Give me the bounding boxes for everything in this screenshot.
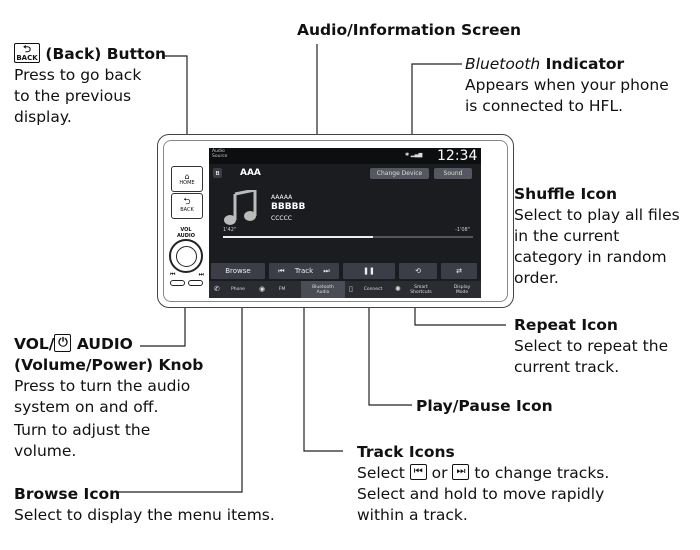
- track-next-key-icon: ⏭: [452, 464, 470, 480]
- track-next-icon[interactable]: ⏭: [323, 267, 330, 275]
- callout-bluetooth-title: Bluetooth Indicator: [465, 55, 625, 73]
- remaining-time: -1'08": [455, 227, 471, 233]
- callout-browse: Browse Icon Select to display the menu i…: [14, 484, 304, 526]
- audio-information-screen: Audio Source ✱ ▂▄▆ 12:34 ʙ AAA Change De…: [209, 148, 481, 298]
- progress-fill: [223, 236, 373, 238]
- callout-track-body: Select and hold to move rapidly within a…: [357, 485, 605, 524]
- callout-track: Track Icons Select ⏮ or ⏭ to change trac…: [357, 442, 687, 526]
- leader-track: [303, 270, 343, 452]
- callout-browse-title: Browse Icon: [14, 485, 121, 503]
- callout-screen: Audio/Information Screen: [297, 20, 521, 41]
- track-title: BBBBB: [271, 202, 306, 212]
- nav-phone[interactable]: Phone: [231, 287, 245, 292]
- callout-back-title: ⮌BACK (Back) Button: [14, 43, 174, 65]
- callout-repeat-body: Select to repeat the current track.: [514, 337, 669, 376]
- callout-repeat-title: Repeat Icon: [514, 316, 618, 334]
- callout-browse-body: Select to display the menu items.: [14, 506, 275, 524]
- home-button[interactable]: ⌂ HOME: [171, 166, 203, 192]
- source-row: ʙ AAA Change Device Sound: [209, 165, 481, 181]
- nav-fm[interactable]: FM: [278, 287, 286, 292]
- track-artist: AAAAA: [271, 194, 293, 201]
- change-device-button[interactable]: Change Device: [370, 168, 429, 179]
- back-arrow-icon: ⮌: [183, 197, 191, 207]
- callout-playpause-title: Play/Pause Icon: [416, 397, 553, 415]
- clock: 12:34: [437, 148, 478, 164]
- fm-icon: ◉: [259, 285, 266, 293]
- callout-track-line1: Select ⏮ or ⏭ to change tracks.: [357, 464, 610, 482]
- sound-button[interactable]: Sound: [434, 168, 472, 179]
- back-label: BACK: [180, 207, 194, 213]
- skip-forward-button[interactable]: [188, 280, 203, 286]
- callout-vol-body: Press to turn the audio system on and of…: [14, 377, 191, 416]
- leader-bluetooth: [411, 63, 462, 155]
- callout-back-body: Press to go back to the previous display…: [14, 66, 142, 126]
- callout-vol-body-2: Turn to adjust the volume.: [14, 421, 151, 460]
- source-name: AAA: [240, 168, 261, 178]
- status-bar: Audio Source ✱ ▂▄▆ 12:34: [209, 148, 481, 164]
- callout-repeat: Repeat Icon Select to repeat the current…: [514, 315, 694, 378]
- callout-bluetooth: Bluetooth Indicator Appears when your ph…: [465, 54, 695, 117]
- browse-button[interactable]: Browse: [211, 263, 265, 279]
- callout-track-title: Track Icons: [357, 443, 455, 461]
- power-icon: ⏻: [54, 334, 72, 352]
- vol-audio-label: VOL AUDIO: [176, 227, 196, 239]
- bottom-nav: ✆ Phone ◉ FM Bluetooth Audio ▯ Connect ✺…: [209, 281, 481, 298]
- callout-playpause: Play/Pause Icon: [416, 396, 553, 417]
- back-button[interactable]: ⮌ BACK: [171, 193, 203, 219]
- shortcuts-icon: ✺: [395, 285, 401, 293]
- track-album: CCCCC: [271, 215, 292, 222]
- repeat-icon: ⟲: [415, 267, 421, 275]
- skip-forward-icon[interactable]: ⏭: [198, 271, 204, 278]
- volume-power-knob[interactable]: [169, 239, 203, 273]
- track-buttons: ⏮ Track ⏭: [269, 263, 339, 279]
- back-key-icon: ⮌BACK: [14, 43, 40, 63]
- callout-shuffle-body: Select to play all files in the current …: [514, 206, 680, 287]
- nav-smart-shortcuts[interactable]: Smart Shortcuts: [410, 284, 432, 295]
- bluetooth-icon: ʙ: [213, 168, 222, 178]
- music-note-icon: [224, 190, 257, 225]
- callout-shuffle-title: Shuffle Icon: [514, 185, 618, 203]
- home-label: HOME: [179, 180, 195, 186]
- callout-screen-title: Audio/Information Screen: [297, 21, 522, 39]
- repeat-button[interactable]: ⟲: [399, 263, 437, 279]
- track-prev-icon[interactable]: ⏮: [278, 267, 285, 275]
- skip-back-button[interactable]: [170, 280, 185, 286]
- pause-icon: ❚❚: [363, 267, 375, 275]
- track-prev-key-icon: ⏮: [409, 464, 427, 480]
- progress-bar[interactable]: [223, 236, 473, 238]
- callout-shuffle: Shuffle Icon Select to play all files in…: [514, 184, 694, 289]
- hard-skip-buttons: ⏮ ⏭: [170, 271, 204, 279]
- audio-source-button[interactable]: Audio Source: [212, 149, 228, 159]
- shuffle-icon: ⇄: [456, 267, 462, 275]
- bluetooth-indicator-icon: ✱ ▂▄▆: [405, 152, 423, 158]
- head-unit-frame: [163, 140, 508, 302]
- track-label: Track: [294, 267, 314, 275]
- home-icon: ⌂: [184, 172, 190, 181]
- nav-display-mode[interactable]: Display Mode: [453, 284, 471, 295]
- callout-bluetooth-body: Appears when your phone is connected to …: [465, 76, 669, 115]
- shuffle-button[interactable]: ⇄: [441, 263, 477, 279]
- nav-connect[interactable]: Connect: [363, 287, 383, 292]
- nav-bluetooth-audio[interactable]: Bluetooth Audio: [301, 281, 345, 298]
- skip-back-icon[interactable]: ⏮: [170, 271, 176, 278]
- connect-icon: ▯: [349, 285, 353, 293]
- play-pause-button[interactable]: ❚❚: [343, 263, 395, 279]
- callout-vol-title-2: (Volume/Power) Knob: [14, 356, 204, 374]
- callout-vol: VOL/⏻ AUDIO (Volume/Power) Knob Press to…: [14, 334, 234, 462]
- phone-icon: ✆: [214, 285, 220, 293]
- callout-back: ⮌BACK (Back) Button Press to go back to …: [14, 43, 174, 128]
- callout-vol-title: VOL/⏻ AUDIO: [14, 334, 133, 353]
- leader-playpause: [368, 270, 412, 406]
- leader-browse: [118, 270, 243, 493]
- elapsed-time: 1'42": [223, 227, 237, 233]
